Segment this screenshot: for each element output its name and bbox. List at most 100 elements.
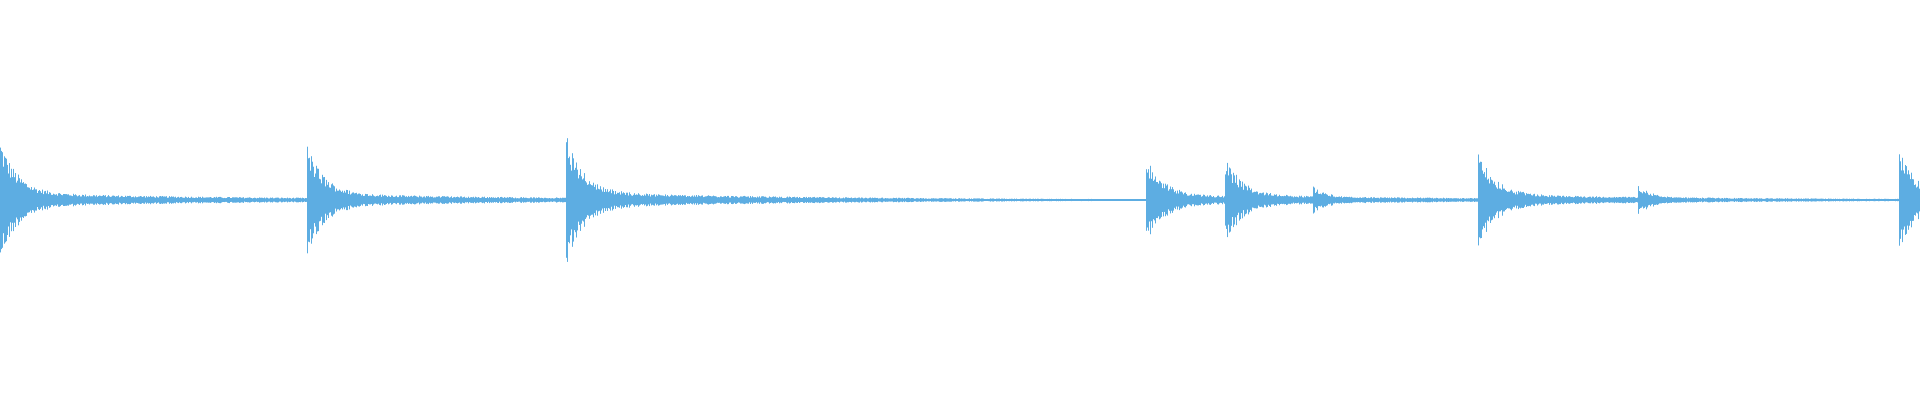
waveform-sample-bar: [1432, 197, 1433, 203]
waveform-sample-bar: [1462, 198, 1463, 202]
waveform-sample-bar: [1424, 198, 1425, 202]
waveform-sample-bar: [947, 198, 948, 202]
waveform-sample-bar: [1870, 199, 1871, 201]
waveform-sample-bar: [222, 197, 223, 203]
waveform-sample-bar: [1053, 199, 1054, 201]
waveform-sample-bar: [1776, 198, 1777, 202]
waveform-sample-bar: [1073, 199, 1074, 201]
waveform-sample-bar: [802, 198, 803, 202]
waveform-sample-bar: [317, 168, 318, 232]
waveform-sample-bar: [483, 197, 484, 203]
waveform-sample-bar: [1373, 197, 1374, 203]
waveform-sample-bar: [464, 196, 465, 204]
waveform-sample-bar: [1183, 194, 1184, 206]
waveform-sample-bar: [196, 197, 197, 203]
waveform-sample-bar: [251, 198, 252, 202]
waveform-sample-bar: [475, 196, 476, 204]
waveform-sample-bar: [1730, 198, 1731, 202]
waveform-sample-bar: [818, 197, 819, 203]
waveform-sample-bar: [1072, 199, 1073, 201]
waveform-sample-bar: [259, 197, 260, 203]
waveform-sample-bar: [1622, 196, 1623, 204]
waveform-sample-bar: [699, 195, 700, 205]
waveform-sample-bar: [52, 194, 53, 205]
waveform-sample-bar: [965, 198, 966, 202]
waveform-sample-bar: [1787, 198, 1788, 202]
waveform-sample-bar: [1012, 198, 1013, 202]
waveform-sample-bar: [438, 196, 439, 204]
waveform-sample-bar: [520, 197, 521, 203]
waveform-sample-bar: [16, 182, 17, 218]
waveform-sample-bar: [1185, 192, 1186, 208]
waveform-sample-bar: [867, 198, 868, 202]
waveform-sample-bar: [261, 197, 262, 203]
waveform-sample-bar: [804, 197, 805, 203]
waveform-sample-bar: [1548, 197, 1549, 203]
waveform-sample-bar: [1525, 195, 1526, 205]
waveform-sample-bar: [572, 153, 573, 247]
waveform-sample-bar: [471, 197, 472, 203]
waveform-sample-bar: [1903, 170, 1904, 230]
waveform-sample-bar: [1332, 194, 1333, 206]
waveform-sample-bar: [1780, 198, 1781, 202]
waveform-sample-bar: [1825, 198, 1826, 202]
waveform-sample-bar: [761, 196, 762, 204]
waveform-sample-bar: [58, 193, 59, 207]
waveform-sample-bar: [1340, 197, 1341, 203]
waveform-sample-bar: [908, 197, 909, 203]
waveform-sample-bar: [1202, 196, 1203, 204]
waveform-sample-bar: [714, 196, 715, 204]
waveform-sample-bar: [611, 193, 612, 207]
waveform-sample-bar: [1534, 193, 1535, 207]
waveform-sample-bar: [1560, 195, 1561, 205]
waveform-sample-bar: [1203, 194, 1204, 206]
waveform-sample-bar: [185, 196, 186, 204]
waveform-sample-bar: [1502, 184, 1503, 216]
waveform-sample-bar: [1336, 196, 1337, 204]
waveform-sample-bar: [1369, 198, 1370, 202]
waveform-sample-bar: [1471, 198, 1472, 202]
waveform-sample-bar: [916, 198, 917, 202]
waveform-sample-bar: [1814, 198, 1815, 202]
waveform-sample-bar: [78, 195, 79, 205]
waveform-sample-bar: [250, 197, 251, 203]
waveform-sample-bar: [212, 198, 213, 202]
waveform-sample-bar: [1407, 197, 1408, 202]
waveform-sample-bar: [1164, 188, 1165, 212]
waveform-sample-bar: [872, 197, 873, 203]
waveform-sample-bar: [121, 195, 122, 205]
waveform-sample-bar: [952, 198, 953, 202]
waveform-sample-bar: [1429, 197, 1430, 203]
waveform-sample-bar: [354, 193, 355, 207]
waveform-sample-bar: [1479, 162, 1480, 238]
waveform-sample-bar: [1304, 196, 1305, 204]
waveform-sample-bar: [477, 197, 478, 203]
waveform-sample-bar: [213, 197, 214, 203]
waveform-sample-bar: [1060, 198, 1061, 202]
waveform-sample-bar: [1293, 197, 1294, 203]
waveform-sample-bar: [326, 179, 327, 221]
waveform-sample-bar: [1391, 197, 1392, 203]
waveform-sample-bar: [283, 198, 284, 202]
waveform-sample-bar: [1827, 199, 1828, 201]
waveform-sample-bar: [1512, 191, 1513, 209]
waveform-sample-bar: [845, 197, 846, 203]
waveform-sample-bar: [165, 196, 166, 204]
waveform-sample-bar: [1410, 198, 1411, 202]
waveform-sample-bar: [161, 196, 162, 204]
waveform-sample-bar: [640, 195, 641, 205]
waveform-sample-bar: [1632, 197, 1633, 203]
waveform-sample-bar: [1150, 165, 1151, 235]
waveform-sample-bar: [332, 183, 333, 217]
waveform-sample-bar: [1459, 198, 1460, 202]
waveform-sample-bar: [1427, 197, 1428, 203]
waveform-sample-bar: [55, 194, 56, 206]
waveform-sample-bar: [1390, 198, 1391, 202]
waveform-sample-bar: [991, 198, 992, 202]
waveform-sample-bar: [659, 194, 660, 206]
waveform-sample-bar: [1350, 197, 1351, 203]
waveform-sample-bar: [617, 192, 618, 208]
waveform-sample-bar: [843, 197, 844, 203]
waveform-sample-bar: [713, 195, 714, 205]
